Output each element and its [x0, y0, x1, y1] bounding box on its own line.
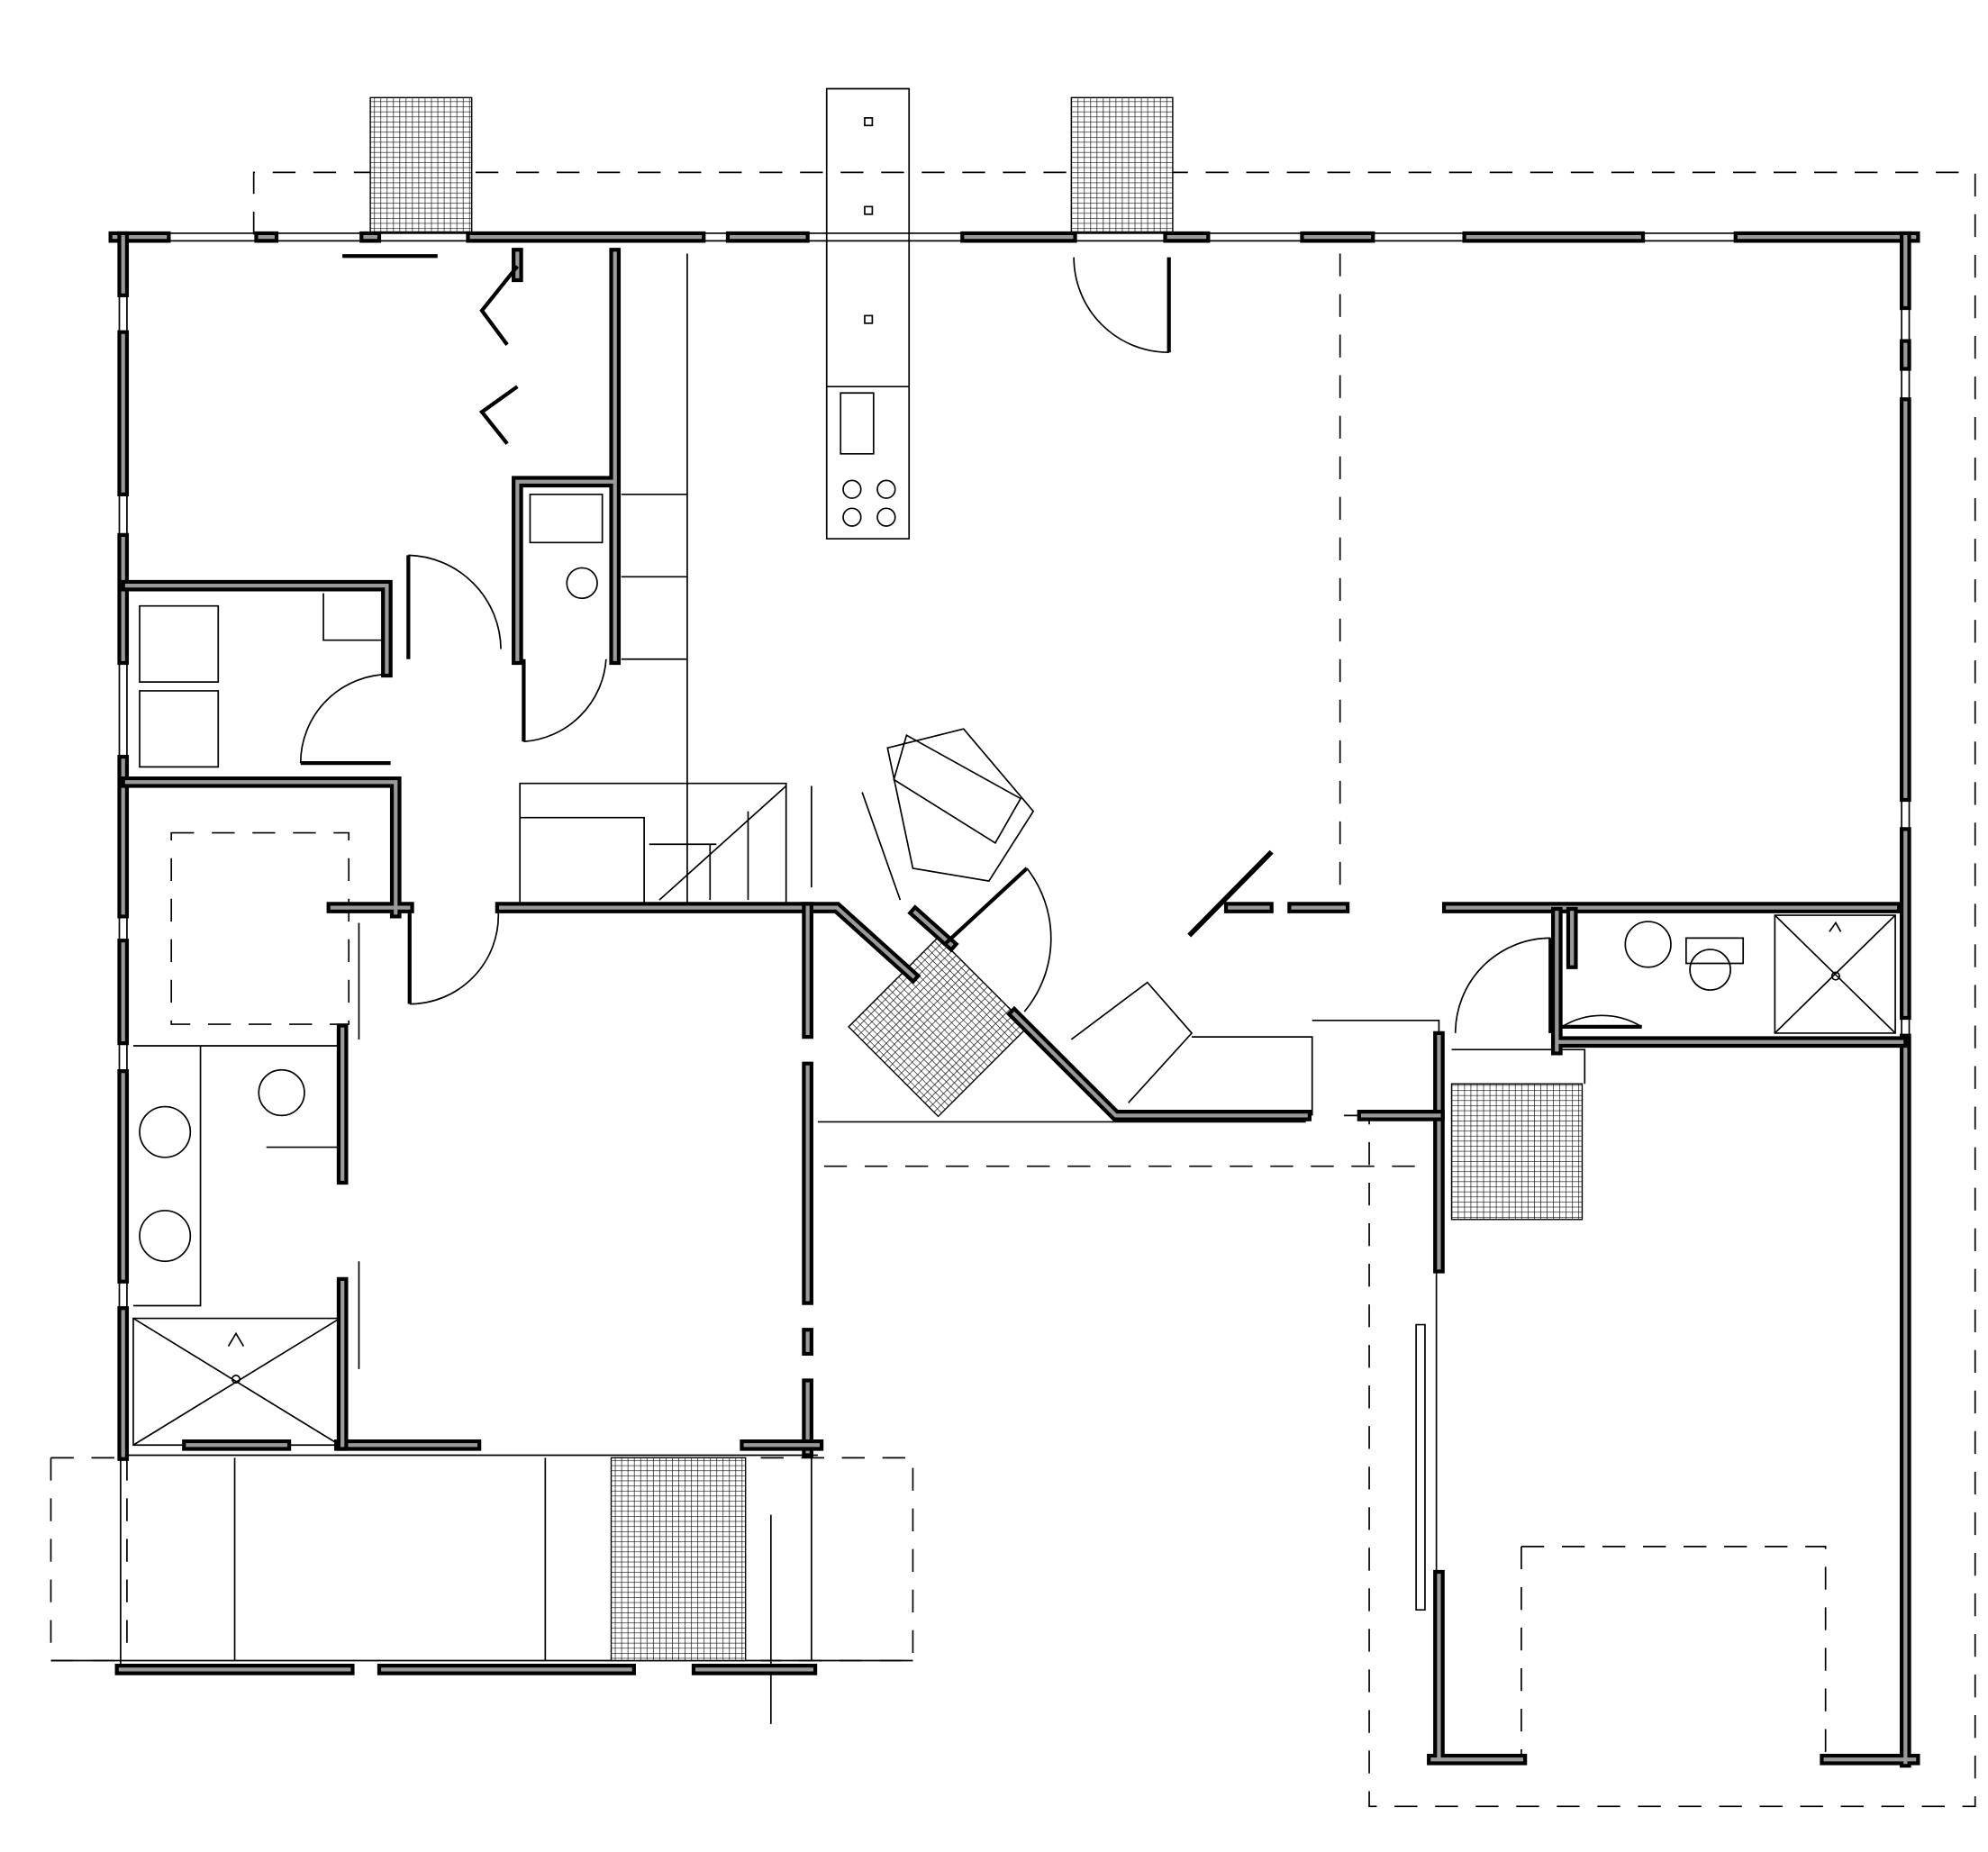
shower-head-icon	[1829, 921, 1842, 932]
plan-line	[825, 87, 911, 540]
stoop	[369, 96, 473, 233]
fixture-circle	[876, 479, 896, 499]
fixture-circle	[842, 479, 862, 499]
plan-line	[1415, 1323, 1426, 1611]
shower-head-icon	[227, 1331, 245, 1347]
plan-line	[840, 392, 875, 455]
door-swing	[1023, 867, 1052, 1012]
plan-line	[658, 785, 812, 901]
dashed-outline	[760, 1457, 914, 1662]
wall-fill	[515, 251, 617, 661]
wall	[1550, 906, 1908, 1056]
door-swing	[1561, 1014, 1643, 1028]
fixture-circle	[1624, 921, 1672, 968]
door-swing	[1454, 937, 1551, 1033]
wall-fill	[1430, 1035, 1917, 1765]
plan-line	[520, 816, 645, 908]
wall	[1006, 1005, 1445, 1121]
fixture-circle	[876, 507, 896, 527]
plan-line	[893, 733, 1022, 845]
dashed-outline	[252, 171, 1976, 1808]
doors	[227, 254, 1842, 1384]
wall	[121, 579, 414, 919]
plan-line	[1685, 937, 1745, 965]
plan-line	[139, 604, 220, 768]
door-swing	[1073, 257, 1169, 354]
fixture-circle	[139, 1105, 192, 1158]
plan-line	[1774, 914, 1896, 1034]
fixture-circle	[566, 567, 598, 600]
plan-line	[861, 728, 1035, 901]
fixture-circle	[1689, 949, 1731, 991]
stoop	[1450, 1083, 1584, 1221]
fixtures-and-windows	[50, 87, 1915, 1763]
wall-fill	[1012, 1011, 1441, 1118]
island-post	[864, 205, 874, 215]
shower-drain-icon	[231, 1375, 241, 1384]
toilet-icon	[258, 1068, 305, 1117]
wall	[512, 248, 622, 666]
fixture-circle	[842, 507, 862, 527]
door-swing	[409, 912, 500, 1005]
door-swing	[408, 554, 502, 649]
fixture-circle	[139, 1210, 192, 1263]
plan-line	[1070, 981, 1194, 1103]
dashed-outline	[170, 831, 350, 1025]
plan-line	[322, 593, 387, 641]
dashed-outline	[50, 1457, 128, 1662]
plan-line	[132, 1045, 202, 1307]
diagonal-steps	[848, 936, 1030, 1118]
door-swing	[299, 673, 391, 764]
plan-line	[132, 1317, 340, 1446]
wall	[1187, 849, 1274, 938]
plan-line	[1451, 1049, 1586, 1085]
plan-line	[519, 782, 787, 908]
walls	[108, 231, 1920, 1768]
shower-drain-icon	[1830, 971, 1840, 981]
door-leaf	[943, 867, 1029, 946]
stoop	[610, 1457, 747, 1662]
plan-line	[529, 493, 604, 544]
wall-fill	[124, 584, 411, 915]
plan-line	[233, 1457, 547, 1661]
roof-outline-dashed	[50, 171, 1976, 1808]
plan-line	[1192, 1036, 1313, 1116]
wall-fill	[1555, 911, 1904, 1052]
dashed-outline	[1521, 1546, 1827, 1760]
island-post	[864, 117, 874, 127]
stoops-hatched	[369, 96, 1584, 1662]
island-post	[864, 314, 874, 324]
plan-line	[1312, 1019, 1440, 1116]
wall-fill	[498, 905, 954, 979]
wall	[495, 902, 959, 985]
door-swing	[523, 658, 607, 743]
plan-line	[621, 493, 687, 660]
stoop	[1070, 96, 1174, 233]
bifold-closet-door	[478, 265, 520, 445]
